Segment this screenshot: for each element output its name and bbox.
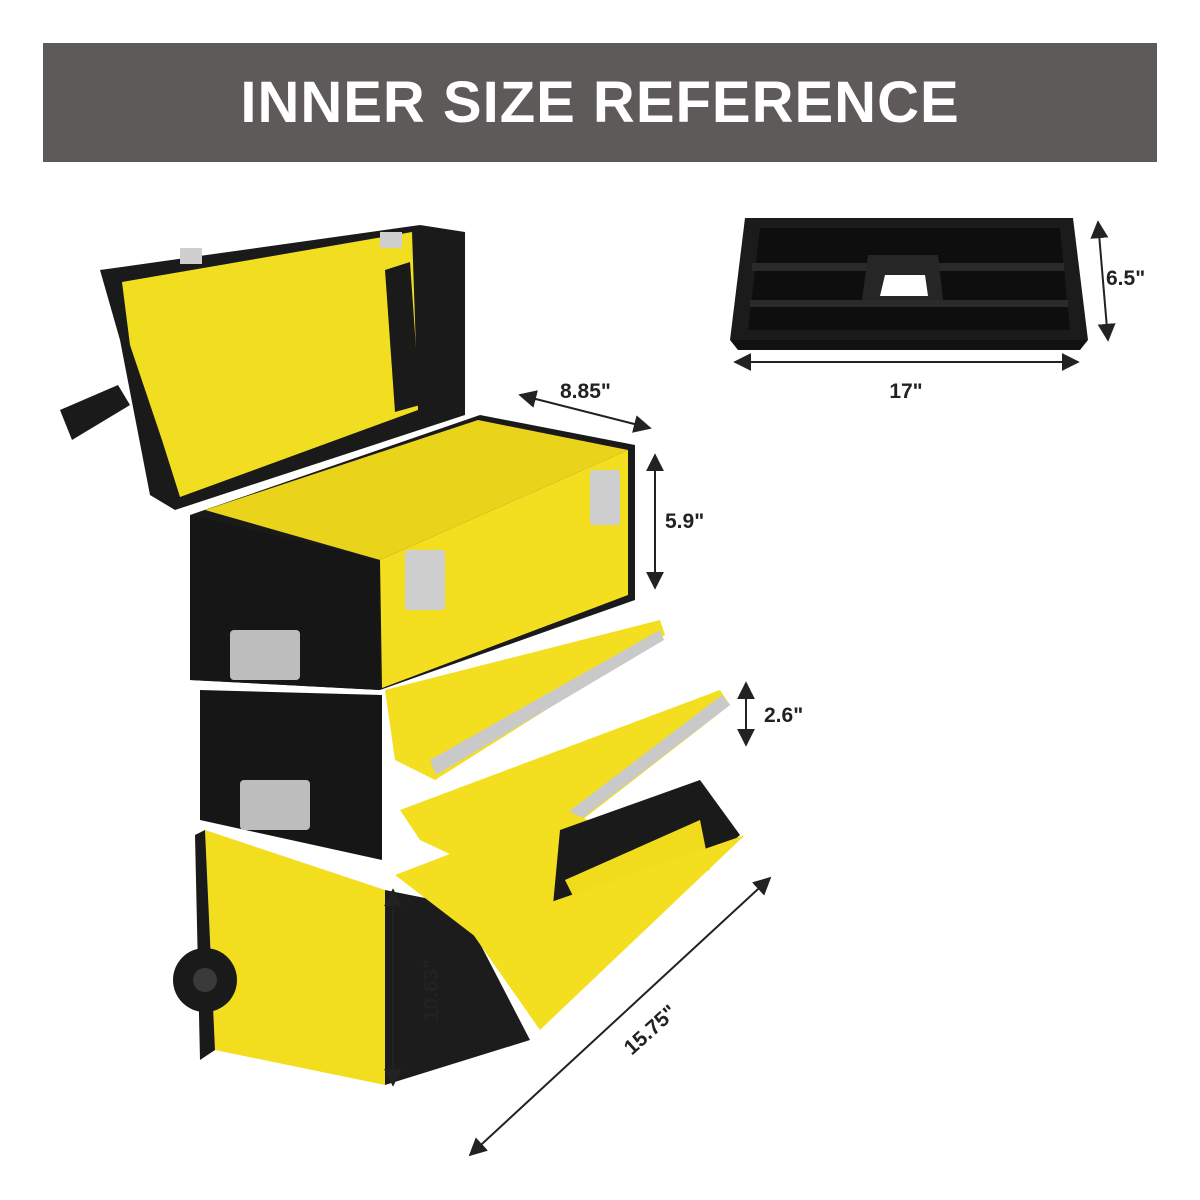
top-compartment <box>190 415 635 690</box>
tray-length-label: 17" <box>889 380 922 403</box>
open-lid <box>100 225 465 510</box>
dimension-top-depth: 8.85" <box>518 380 652 433</box>
removable-tray <box>730 218 1088 350</box>
dimension-drawer-height: 2.6" <box>737 681 803 747</box>
drawer-height-label: 2.6" <box>764 704 803 727</box>
title-banner: INNER SIZE REFERENCE <box>43 43 1157 162</box>
top-height-label: 5.9" <box>665 510 704 533</box>
toolbox <box>60 225 745 1085</box>
latch-icon <box>230 630 300 680</box>
page-title: INNER SIZE REFERENCE <box>240 70 960 135</box>
latch-icon-3 <box>590 470 620 525</box>
latch-icon-2 <box>405 550 445 610</box>
dimension-tray-height: 6.5" <box>1090 220 1145 342</box>
dimension-top-height: 5.9" <box>646 453 704 590</box>
dimension-bottom-height: 10.63" <box>384 888 443 1087</box>
top-depth-label: 8.85" <box>560 380 611 403</box>
handle-icon <box>60 385 130 440</box>
tray-height-label: 6.5" <box>1106 267 1145 290</box>
dimension-tray-length: 17" <box>733 353 1080 403</box>
bottom-height-label: 10.63" <box>420 959 443 1022</box>
